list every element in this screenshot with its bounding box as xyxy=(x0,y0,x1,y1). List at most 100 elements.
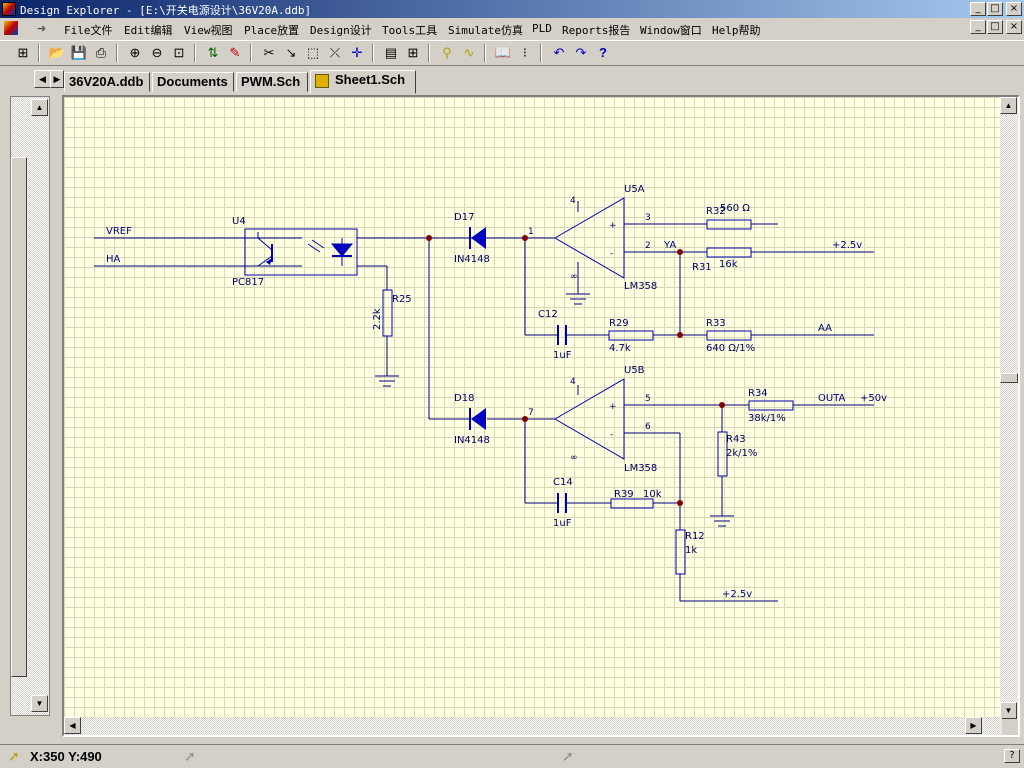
explorer-scroll-track[interactable]: ▲ ▼ xyxy=(10,96,50,716)
scroll-up-icon[interactable]: ▲ xyxy=(31,99,48,116)
toolbar-separator xyxy=(372,44,374,62)
zoom-in-icon[interactable]: ⊕ xyxy=(129,45,141,60)
resistor-r33[interactable] xyxy=(706,330,752,341)
status-arrow-icon: ➚ xyxy=(184,748,196,764)
menu-window[interactable]: Window窗口 xyxy=(640,24,702,37)
help-context-icon[interactable]: ? xyxy=(1004,749,1020,763)
u5a-plus: + xyxy=(609,221,617,231)
help-icon[interactable]: ? xyxy=(599,45,607,60)
resistor-r31[interactable] xyxy=(706,247,752,258)
minimize-button[interactable]: _ xyxy=(970,2,986,16)
resistor-r34[interactable] xyxy=(748,400,794,411)
doc-minimize-button[interactable]: _ xyxy=(970,20,986,34)
explorer-scroll-thumb[interactable] xyxy=(11,157,27,677)
u5a-ref: U5A xyxy=(624,184,645,195)
redo-icon[interactable]: ↷ xyxy=(575,45,587,60)
resistor-r43[interactable] xyxy=(717,431,728,477)
up-down-hierarchy-icon[interactable]: ⇅ xyxy=(207,45,219,60)
resistor-r25[interactable] xyxy=(382,289,393,337)
net-label-p2v5-bottom: +2.5v xyxy=(722,589,752,600)
canvas-scroll-up-icon[interactable]: ▲ xyxy=(1000,97,1017,114)
wire-icon[interactable]: ↘ xyxy=(285,45,297,60)
document-icon[interactable] xyxy=(4,21,18,35)
canvas-scroll-right-icon[interactable]: ▶ xyxy=(965,717,982,734)
menu-reports[interactable]: Reports报告 xyxy=(562,24,631,37)
print-icon[interactable]: ⎙ xyxy=(95,45,107,60)
diode-d18[interactable] xyxy=(469,408,486,430)
menu-help[interactable]: Help帮助 xyxy=(712,24,761,37)
panel-left-arrow-icon[interactable]: ◀ xyxy=(34,70,51,88)
junction-dots xyxy=(426,235,725,506)
compile-icon[interactable]: ⁝ xyxy=(522,45,528,60)
d17-val: IN4148 xyxy=(454,254,490,265)
capacitor-c14[interactable] xyxy=(557,493,567,513)
resistor-r29[interactable] xyxy=(608,330,654,341)
menu-simulate[interactable]: Simulate仿真 xyxy=(448,24,523,37)
deselect-icon[interactable]: ⤫ xyxy=(329,45,341,60)
cross-probe-icon[interactable]: ✎ xyxy=(229,45,241,60)
r34-ref: R34 xyxy=(748,388,768,399)
move-icon[interactable]: ✛ xyxy=(351,45,363,60)
resistor-r39[interactable] xyxy=(610,498,654,509)
hierarchy-icon[interactable]: ⊞ xyxy=(17,45,29,60)
save-icon[interactable]: 💾 xyxy=(70,45,88,60)
library-icon[interactable]: ▤ xyxy=(384,45,398,60)
explorer-arrow-icon[interactable]: ➜ xyxy=(37,23,47,35)
diode-d17[interactable] xyxy=(469,227,487,249)
close-button[interactable]: × xyxy=(1006,2,1022,16)
maximize-button[interactable]: □ xyxy=(987,2,1003,16)
menu-place[interactable]: Place放置 xyxy=(244,24,300,37)
capacitor-c12[interactable] xyxy=(557,325,567,345)
d17-ref: D17 xyxy=(454,212,474,223)
menu-file[interactable]: File文件 xyxy=(64,24,113,37)
zoom-out-icon[interactable]: ⊖ xyxy=(151,45,163,60)
cursor-coordinates: X:350 Y:490 xyxy=(30,749,102,764)
tab-sheet1-sch[interactable]: Sheet1.Sch xyxy=(310,70,416,94)
canvas-scroll-down-icon[interactable]: ▼ xyxy=(1000,702,1017,719)
resistor-r12[interactable] xyxy=(675,529,686,575)
open-icon[interactable]: 📂 xyxy=(48,45,66,60)
schematic-sheet[interactable]: VREF HA YA AA OUTA +2.5v +50v +2.5v U4 P… xyxy=(64,97,1002,719)
menu-edit[interactable]: Edit编辑 xyxy=(124,24,173,37)
opamp-u5b[interactable] xyxy=(554,378,625,460)
canvas-vertical-scrollbar[interactable]: ▲ ▼ xyxy=(1000,97,1018,719)
panel-right-arrow-icon[interactable]: ▶ xyxy=(50,70,64,88)
probe-icon[interactable]: ⚲ xyxy=(442,45,452,60)
toolbar-separator xyxy=(540,44,542,62)
u5b-pin8: ∞ xyxy=(570,453,578,463)
menu-pld[interactable]: PLD xyxy=(532,22,552,35)
resistor-r32[interactable] xyxy=(706,219,752,230)
r39-val: 10k xyxy=(643,489,662,500)
cut-icon[interactable]: ✂ xyxy=(263,45,275,60)
simulate-icon[interactable]: ∿ xyxy=(463,45,475,60)
canvas-scroll-left-icon[interactable]: ◀ xyxy=(64,717,81,734)
menu-design[interactable]: Design设计 xyxy=(310,24,372,37)
zoom-fit-icon[interactable]: ⊡ xyxy=(173,45,185,60)
book-icon[interactable]: 📖 xyxy=(494,45,512,60)
browse-library-icon[interactable]: ⊞ xyxy=(407,45,419,60)
canvas-horizontal-scrollbar[interactable]: ◀ ▶ xyxy=(64,717,1002,735)
toolbar: ⊞ 📂 💾 ⎙ ⊕ ⊖ ⊡ ⇅ ✎ ✂ ↘ ⬚ ⤫ ✛ ▤ ⊞ ⚲ ∿ 📖 ⁝ … xyxy=(0,40,1024,66)
optocoupler-u4[interactable] xyxy=(244,228,358,276)
app-icon xyxy=(2,2,16,16)
menu-tools[interactable]: Tools工具 xyxy=(382,24,438,37)
doc-close-button[interactable]: × xyxy=(1006,20,1022,34)
tab-36v20a-ddb[interactable]: 36V20A.ddb xyxy=(64,72,150,92)
opamp-u5a[interactable] xyxy=(554,197,625,279)
r33-ref: R33 xyxy=(706,318,726,329)
tab-documents[interactable]: Documents xyxy=(152,72,234,92)
scroll-down-icon[interactable]: ▼ xyxy=(31,695,48,712)
net-labels: VREF HA YA AA OUTA +2.5v +50v +2.5v xyxy=(106,226,887,600)
r25-ref: R25 xyxy=(392,294,412,305)
select-icon[interactable]: ⬚ xyxy=(306,45,320,60)
r43-val: 2k/1% xyxy=(726,448,757,459)
title-bar: Design Explorer - [E:\开关电源设计\36V20A.ddb]… xyxy=(0,0,1024,18)
undo-icon[interactable]: ↶ xyxy=(553,45,565,60)
r34-val: 38k/1% xyxy=(748,413,786,424)
u5b-pin7: 7 xyxy=(528,408,534,418)
tab-pwm-sch[interactable]: PWM.Sch xyxy=(236,72,308,92)
canvas-vscroll-thumb[interactable] xyxy=(1000,373,1018,383)
doc-restore-button[interactable]: □ xyxy=(987,20,1003,34)
menu-view[interactable]: View视图 xyxy=(184,24,233,37)
net-label-outa: OUTA xyxy=(818,393,846,404)
